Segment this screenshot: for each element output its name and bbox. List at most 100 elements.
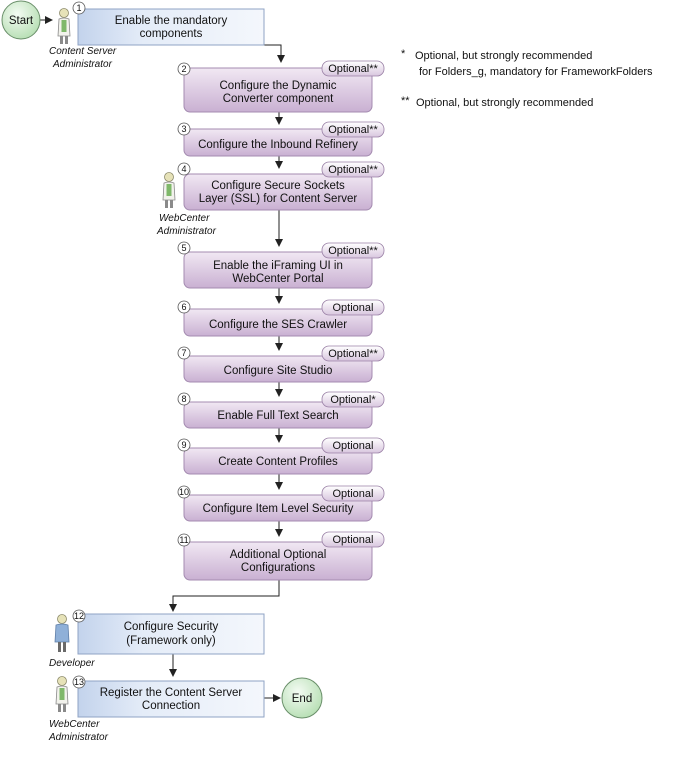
step-9-line1: Create Content Profiles <box>218 456 338 468</box>
step-4-badge-pill <box>321 161 385 178</box>
note-2-line1: Optional, but strongly recommended <box>416 97 593 109</box>
note-1-mark: * <box>401 48 406 60</box>
step-4-number-circle <box>177 162 191 176</box>
step-6-number-circle <box>177 300 191 314</box>
person-icon-wc-admin <box>162 172 176 208</box>
step-7-line1: Configure Site Studio <box>224 365 333 377</box>
step-1-line1: Enable the mandatory <box>115 15 228 27</box>
step-10-badge-pill <box>321 485 385 502</box>
step-9-badge-pill <box>321 437 385 454</box>
step-5-badge: Optional** <box>328 245 378 257</box>
step-8: Enable Full Text Search Optional* 8 <box>177 391 385 429</box>
person-icon-wc-admin-bottom <box>55 676 69 712</box>
step-8-badge-pill <box>321 391 385 408</box>
end-node: End <box>281 677 323 719</box>
arrow-1-to-2 <box>264 44 285 63</box>
step-3: Configure the Inbound Refinery Optional*… <box>177 121 385 157</box>
step-6-number: 6 <box>181 302 186 312</box>
start-node: Start <box>1 0 41 40</box>
step-2-number: 2 <box>181 64 186 74</box>
step-10-number: 10 <box>179 487 189 497</box>
step-10-number-circle <box>177 485 191 499</box>
step-4-line1: Configure Secure Sockets <box>211 180 345 192</box>
step-7-number-circle <box>177 346 191 360</box>
legend-notes: * Optional, but strongly recommended for… <box>401 48 653 109</box>
step-6-badge: Optional <box>333 302 374 314</box>
role-wc-admin-line2: Administrator <box>156 226 217 237</box>
step-5-badge-pill <box>321 242 385 259</box>
step-5: Enable the iFraming UI in WebCenter Port… <box>177 241 385 289</box>
step-1-line2: components <box>140 28 203 40</box>
step-6: Configure the SES Crawler Optional 6 <box>177 299 385 337</box>
step-5-number-circle <box>177 241 191 255</box>
step-2-badge-pill <box>321 60 385 77</box>
step-1-number: 1 <box>76 3 81 13</box>
step-2-line2: Converter component <box>223 93 334 105</box>
step-11: Additional Optional Configurations Optio… <box>177 531 385 581</box>
step-6-badge-pill <box>321 299 385 316</box>
step-11-badge-pill <box>321 531 385 548</box>
step-8-line1: Enable Full Text Search <box>217 410 338 422</box>
end-label: End <box>292 693 312 705</box>
role-wc-admin-bottom-line1: WebCenter <box>49 719 100 730</box>
note-2-mark: ** <box>401 95 410 107</box>
role-cs-admin-line2: Administrator <box>52 59 113 70</box>
step-13-number-circle <box>72 675 86 689</box>
note-1-line2: for Folders_g, mandatory for FrameworkFo… <box>419 66 653 78</box>
step-8-number: 8 <box>181 394 186 404</box>
step-10-line1: Configure Item Level Security <box>203 503 354 515</box>
step-12-number-circle <box>72 609 86 623</box>
role-developer: Developer <box>49 658 95 669</box>
step-5-line1: Enable the iFraming UI in <box>213 260 343 272</box>
step-9-badge: Optional <box>333 440 374 452</box>
person-icon-cs-admin <box>57 8 71 44</box>
step-3-number-circle <box>177 122 191 136</box>
step-8-number-circle <box>177 392 191 406</box>
step-2: Configure the Dynamic Converter componen… <box>177 60 385 113</box>
step-4-number: 4 <box>181 164 186 174</box>
start-label: Start <box>9 15 34 27</box>
role-wc-admin-line1: WebCenter <box>159 213 210 224</box>
step-3-badge-pill <box>321 121 385 138</box>
step-3-line1: Configure the Inbound Refinery <box>198 139 358 151</box>
step-3-number: 3 <box>181 124 186 134</box>
step-4-line2: Layer (SSL) for Content Server <box>199 193 358 205</box>
step-11-line1: Additional Optional <box>230 549 327 561</box>
step-12: Configure Security (Framework only) 12 <box>72 609 265 655</box>
arrow-11-to-12 <box>169 580 280 612</box>
step-11-number: 11 <box>179 535 188 545</box>
step-7-number: 7 <box>181 348 186 358</box>
step-7-badge-pill <box>321 345 385 362</box>
step-10-badge: Optional <box>333 488 374 500</box>
step-2-badge: Optional** <box>328 63 378 75</box>
step-5-number: 5 <box>181 243 186 253</box>
role-cs-admin-line1: Content Server <box>49 46 117 57</box>
step-9: Create Content Profiles Optional 9 <box>177 437 385 475</box>
connectors <box>40 16 285 702</box>
step-4-badge: Optional** <box>328 164 378 176</box>
step-12-line2: (Framework only) <box>126 635 216 647</box>
step-11-line2: Configurations <box>241 562 315 574</box>
step-11-number-circle <box>177 533 191 547</box>
step-6-line1: Configure the SES Crawler <box>209 319 347 331</box>
step-4: Configure Secure Sockets Layer (SSL) for… <box>177 161 385 211</box>
step-9-number-circle <box>177 438 191 452</box>
step-13-number: 13 <box>74 677 84 687</box>
step-1: Enable the mandatory components 1 <box>72 1 265 46</box>
step-11-badge: Optional <box>333 534 374 546</box>
step-13-line2: Connection <box>142 700 200 712</box>
person-icon-developer <box>54 614 70 652</box>
step-9-number: 9 <box>181 440 186 450</box>
step-5-line2: WebCenter Portal <box>232 273 323 285</box>
step-8-badge: Optional* <box>330 394 376 406</box>
step-2-line1: Configure the Dynamic <box>220 80 337 92</box>
step-2-number-circle <box>177 62 191 76</box>
step-7: Configure Site Studio Optional** 7 <box>177 345 385 383</box>
step-12-number: 12 <box>74 611 84 621</box>
step-10: Configure Item Level Security Optional 1… <box>177 485 385 522</box>
step-13-line1: Register the Content Server <box>100 687 243 699</box>
step-13: Register the Content Server Connection 1… <box>72 675 265 718</box>
step-3-badge: Optional** <box>328 124 378 136</box>
role-wc-admin-bottom-line2: Administrator <box>48 732 109 743</box>
